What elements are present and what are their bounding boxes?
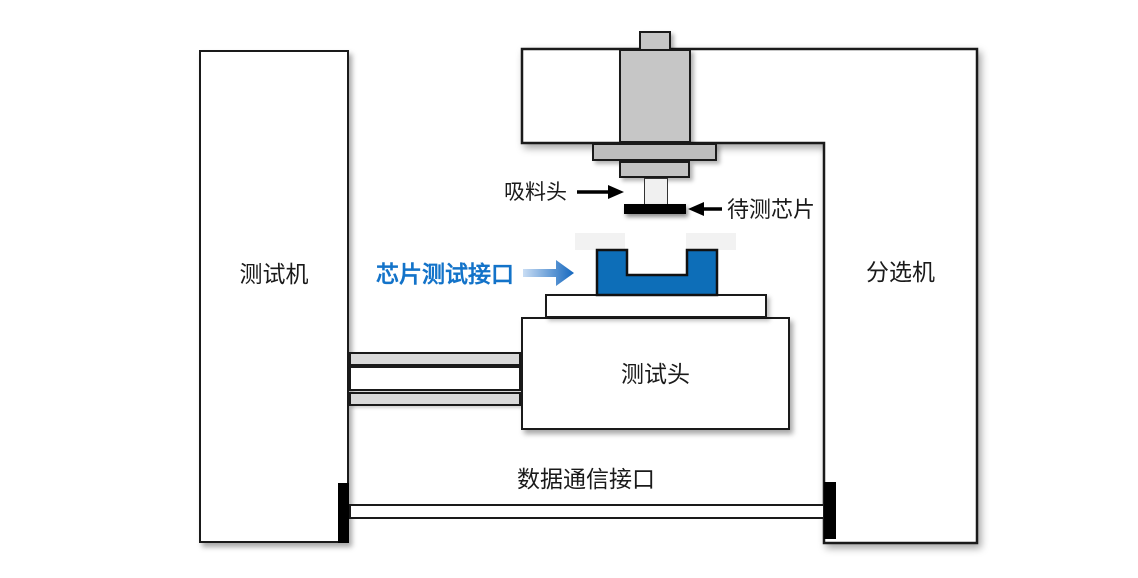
chip-test-interface-label: 芯片测试接口 [376,261,514,287]
socket-guide-pad-right [686,233,736,250]
handler-comm-connector [824,482,836,539]
data-comm-interface-label: 数据通信接口 [517,466,655,492]
chip-under-test-label: 待测芯片 [727,197,816,222]
tester-label: 测试机 [239,261,309,287]
tester-cable-bottom [349,392,521,406]
actuator-flange [592,143,717,161]
test-head-label: 测试头 [621,360,690,387]
test-head-box: 测试头 [521,317,790,430]
suction-arrow-icon [577,185,624,199]
suction-nozzle [644,178,668,205]
tester-machine-box [199,50,349,543]
actuator-body [619,49,691,143]
tester-cable-top [349,352,521,366]
chip-under-test-bar [624,204,686,214]
tester-comm-connector [338,483,349,543]
actuator-cap [639,31,671,51]
interface-arrow-icon [523,260,574,286]
socket-base-plate [545,294,767,318]
chip-test-socket [595,248,719,297]
suction-head-label: 吸料头 [504,181,567,204]
data-comm-cable [349,504,825,519]
chip-arrow-icon [688,202,722,216]
tester-cable-middle [349,366,521,391]
handler-label: 分选机 [866,259,935,285]
socket-guide-pad-left [575,233,625,250]
actuator-lower-block [619,161,690,178]
